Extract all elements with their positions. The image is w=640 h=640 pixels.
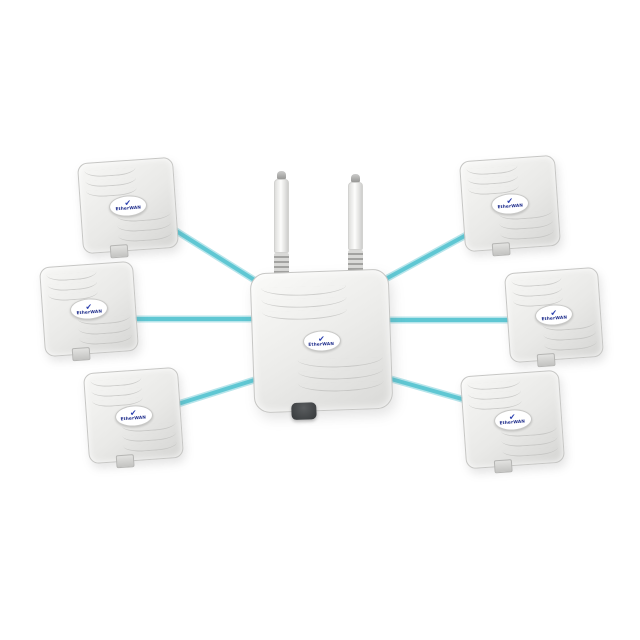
panel-antenna-mid-right: ✔ EtherWAN (503, 266, 605, 368)
antenna-connector (348, 250, 363, 272)
ridge-lines-bottom (77, 315, 133, 346)
ridge-lines-bottom (500, 426, 559, 458)
brand-logo-text: EtherWAN (115, 205, 142, 213)
antenna-tip-icon (277, 171, 286, 179)
brand-logo: ✔ EtherWAN (492, 407, 533, 432)
antenna-tip-icon (351, 174, 360, 182)
brand-logo-text: EtherWAN (497, 203, 524, 211)
antenna-rod (348, 182, 363, 250)
panel-mount-stub (115, 454, 135, 469)
ridge-lines-bottom (122, 422, 178, 453)
panel-mount-stub (492, 242, 511, 257)
brand-logo-text: EtherWAN (499, 419, 526, 427)
link-line-panel-bottom-left (176, 375, 266, 406)
ridge-lines-top (46, 271, 99, 302)
brand-logo-text: EtherWAN (76, 308, 103, 316)
brand-logo-text: EtherWAN (120, 415, 147, 423)
panel-mount-stub (493, 459, 513, 474)
antenna-rod (274, 179, 289, 253)
brand-logo-text: EtherWAN (308, 341, 335, 348)
brand-logo-text: EtherWAN (541, 314, 568, 322)
panel-mount-stub (71, 347, 91, 362)
ridge-lines-top (511, 277, 564, 308)
brand-logo: ✔ EtherWAN (302, 329, 341, 353)
panel-antenna-top-right: ✔ EtherWAN (458, 154, 562, 257)
panel-antenna-bottom-right: ✔ EtherWAN (459, 369, 566, 474)
ridge-lines-bottom (116, 212, 173, 243)
ridge-lines-bottom (297, 356, 384, 393)
antenna-right (348, 174, 363, 272)
cable-gland (291, 402, 317, 421)
panel-antenna-bottom-left: ✔ EtherWAN (82, 366, 185, 469)
link-line-panel-top-left (171, 227, 266, 288)
ridge-lines-top (466, 165, 520, 197)
panel-antenna-top-left: ✔ EtherWAN (76, 156, 180, 259)
ridge-lines-bottom (542, 321, 598, 352)
antenna-connector (274, 253, 289, 275)
ridge-lines-top (467, 380, 523, 412)
ridge-lines-top (84, 167, 138, 199)
panel-antenna-mid-left: ✔ EtherWAN (38, 260, 140, 362)
access-point: ✔ EtherWAN (249, 268, 394, 421)
link-line-panel-bottom-right (382, 375, 471, 403)
panel-mount-stub (536, 353, 556, 368)
ridge-lines-top (90, 377, 143, 408)
ridge-lines-top (260, 284, 347, 321)
antenna-left (274, 171, 289, 275)
panel-mount-stub (110, 244, 129, 259)
ridge-lines-bottom (498, 210, 555, 241)
link-line-panel-top-right (380, 231, 472, 283)
